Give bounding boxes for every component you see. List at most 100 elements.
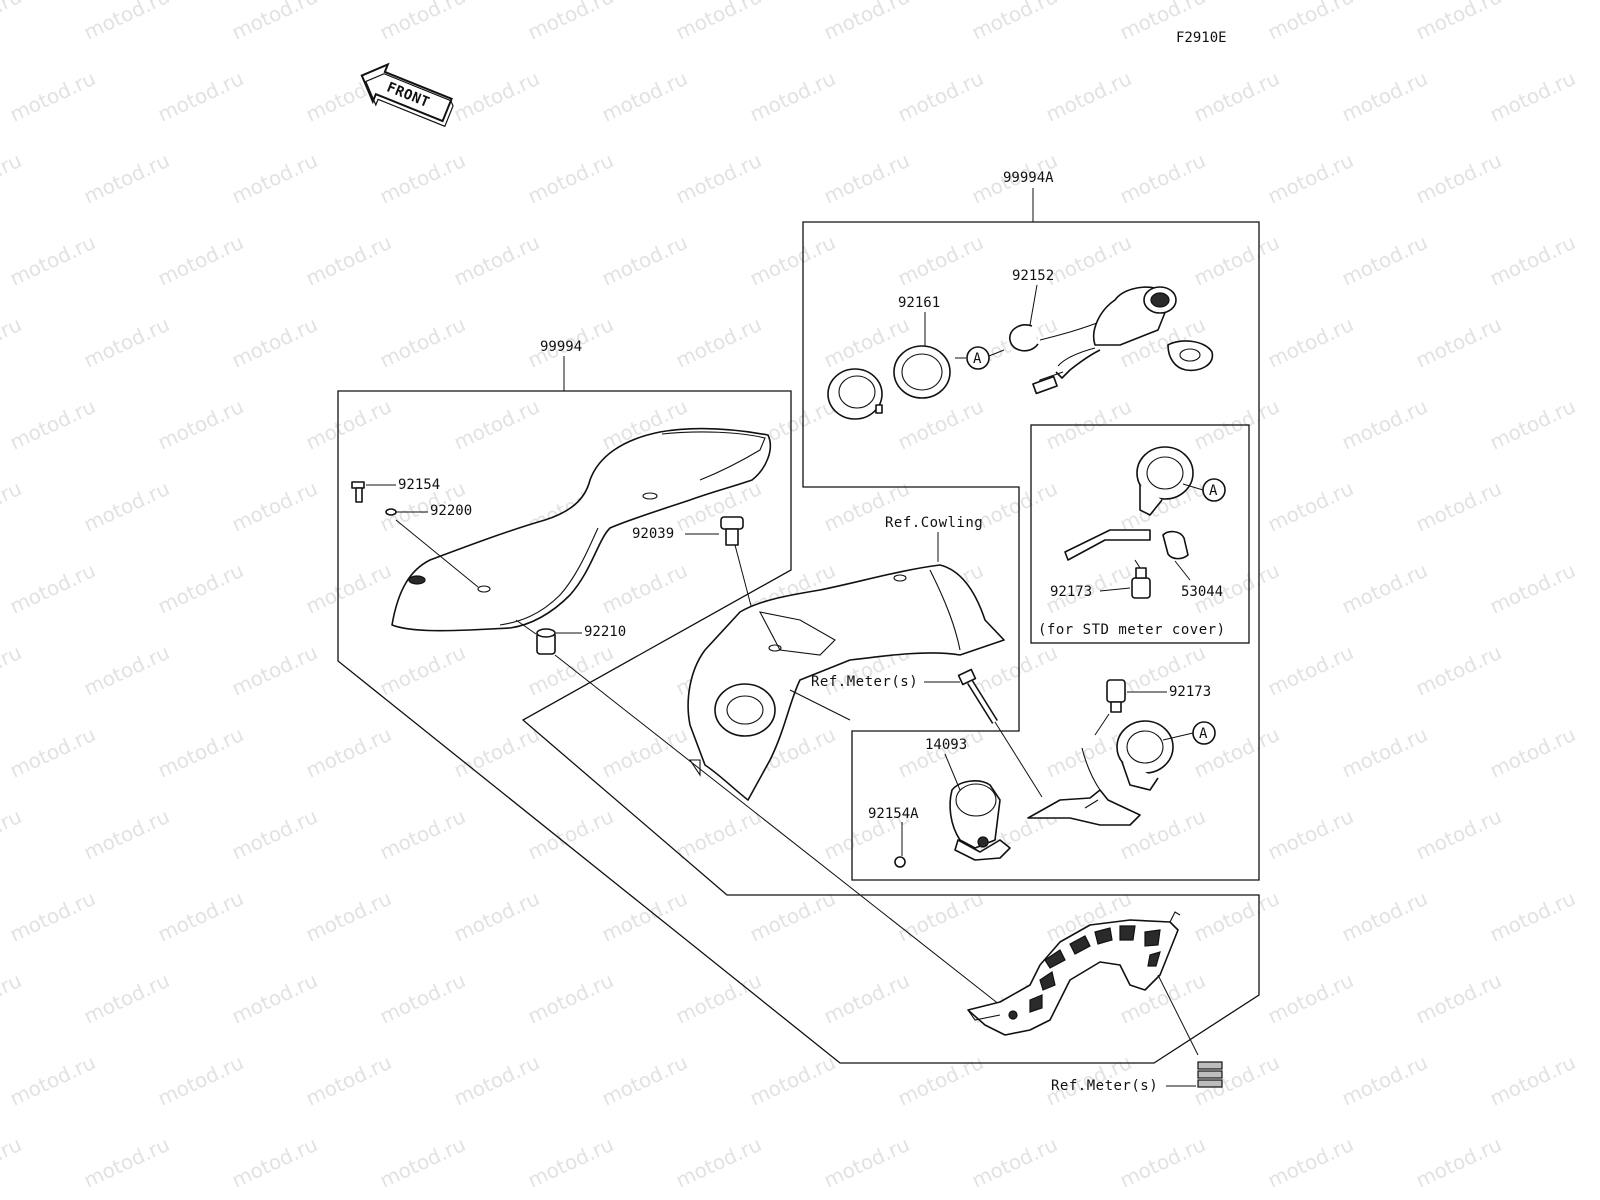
watermark-text: motod.ru <box>80 312 173 373</box>
watermark-text: motod.ru <box>376 1132 469 1193</box>
watermark-text: motod.ru <box>302 886 395 947</box>
lower-bracket-part <box>967 911 1181 1036</box>
grommet-92039-icon <box>720 516 744 546</box>
watermark-text: motod.ru <box>302 1050 395 1111</box>
watermark-text: motod.ru <box>1264 1132 1357 1193</box>
watermark-text: motod.ru <box>376 640 469 701</box>
ref-meter-2: Ref.Meter(s) <box>1051 1078 1158 1094</box>
watermark-text: motod.ru <box>154 230 247 291</box>
watermark-text: motod.ru <box>154 722 247 783</box>
watermark-text: motod.ru <box>820 968 913 1029</box>
kit-frame-99994 <box>337 390 1260 1064</box>
label-92152: 92152 <box>1012 268 1054 284</box>
watermark-text: motod.ru <box>1412 968 1505 1029</box>
watermark-text: motod.ru <box>450 66 543 127</box>
watermark-text: motod.ru <box>672 0 765 45</box>
watermark-text: motod.ru <box>376 148 469 209</box>
watermark-text: motod.ru <box>1338 886 1431 947</box>
watermark-text: motod.ru <box>0 148 25 209</box>
label-92173-std: 92173 <box>1050 584 1092 600</box>
watermark-text: motod.ru <box>1190 394 1283 455</box>
circlip-92152-icon <box>1009 324 1039 352</box>
watermark-text: motod.ru <box>6 66 99 127</box>
watermark-text: motod.ru <box>80 804 173 865</box>
watermark-text: motod.ru <box>302 558 395 619</box>
watermark-text: motod.ru <box>1264 804 1357 865</box>
watermark-text: motod.ru <box>376 804 469 865</box>
watermark-text: motod.ru <box>228 640 321 701</box>
watermark-text: motod.ru <box>1412 0 1505 45</box>
watermark-text: motod.ru <box>672 968 765 1029</box>
watermark-text: motod.ru <box>154 886 247 947</box>
washer-92200-icon <box>385 508 397 516</box>
watermark-text: motod.ru <box>450 394 543 455</box>
std-bracket-part <box>1064 446 1194 561</box>
watermark-text: motod.ru <box>450 1050 543 1111</box>
watermark-text: motod.ru <box>672 1132 765 1193</box>
std-cover-box <box>1030 424 1250 644</box>
label-92161: 92161 <box>898 295 940 311</box>
watermark-text: motod.ru <box>1264 968 1357 1029</box>
label-92154: 92154 <box>398 477 440 493</box>
label-99994: 99994 <box>540 339 582 355</box>
screw-92154a-icon <box>894 856 906 868</box>
watermark-text: motod.ru <box>80 0 173 45</box>
watermark-text: motod.ru <box>6 886 99 947</box>
watermark-text: motod.ru <box>820 1132 913 1193</box>
watermark-text: motod.ru <box>598 558 691 619</box>
watermark-text: motod.ru <box>1486 558 1579 619</box>
watermark-text: motod.ru <box>746 230 839 291</box>
watermark-text: motod.ru <box>228 0 321 45</box>
watermark-text: motod.ru <box>1264 0 1357 45</box>
watermark-text: motod.ru <box>302 722 395 783</box>
watermark-text: motod.ru <box>154 394 247 455</box>
watermark-text: motod.ru <box>0 1132 25 1193</box>
watermark-text: motod.ru <box>1338 722 1431 783</box>
watermark-text: motod.ru <box>450 722 543 783</box>
watermark-text: motod.ru <box>894 1050 987 1111</box>
watermark-text: motod.ru <box>154 558 247 619</box>
screw-92154-icon <box>351 481 365 503</box>
watermark-text: motod.ru <box>672 312 765 373</box>
watermark-text: motod.ru <box>968 1132 1061 1193</box>
label-14093: 14093 <box>925 737 967 753</box>
knob-92173-std-icon <box>1131 567 1151 599</box>
kit-frame-99994a <box>802 221 1260 881</box>
watermark-text: motod.ru <box>376 968 469 1029</box>
watermark-text: motod.ru <box>228 312 321 373</box>
housing-14093-part <box>949 780 1011 861</box>
knob-92173-icon <box>1106 679 1126 713</box>
figure-code: F2910E <box>1176 30 1227 46</box>
watermark-text: motod.ru <box>598 230 691 291</box>
watermark-text: motod.ru <box>1486 66 1579 127</box>
watermark-text: motod.ru <box>1412 312 1505 373</box>
watermark-text: motod.ru <box>450 230 543 291</box>
watermark-text: motod.ru <box>894 230 987 291</box>
bolt-icon <box>957 668 998 724</box>
watermark-text: motod.ru <box>302 394 395 455</box>
callout-a-2 <box>1202 478 1226 502</box>
watermark-text: motod.ru <box>1338 1050 1431 1111</box>
watermark-text: motod.ru <box>1412 476 1505 537</box>
watermark-text: motod.ru <box>1264 640 1357 701</box>
collar-92210-icon <box>536 628 556 655</box>
watermark-text: motod.ru <box>746 1050 839 1111</box>
watermark-text: motod.ru <box>0 476 25 537</box>
watermark-text: motod.ru <box>450 886 543 947</box>
watermark-text: motod.ru <box>598 722 691 783</box>
grommet-pair-icon <box>1197 1061 1223 1088</box>
label-53044: 53044 <box>1181 584 1223 600</box>
ring-nut-icon <box>827 368 883 420</box>
std-cover-note: (for STD meter cover) <box>1038 622 1226 638</box>
watermark-text: motod.ru <box>524 804 617 865</box>
watermark-text: motod.ru <box>1412 804 1505 865</box>
watermark-text: motod.ru <box>1042 394 1135 455</box>
main-bracket-part <box>1027 720 1174 826</box>
watermark-text: motod.ru <box>6 1050 99 1111</box>
power-socket-part <box>1032 286 1214 395</box>
watermark-text: motod.ru <box>1338 66 1431 127</box>
watermark-text: motod.ru <box>968 0 1061 45</box>
watermark-text: motod.ru <box>1190 230 1283 291</box>
watermark-text: motod.ru <box>672 804 765 865</box>
callout-a-1 <box>966 346 990 370</box>
